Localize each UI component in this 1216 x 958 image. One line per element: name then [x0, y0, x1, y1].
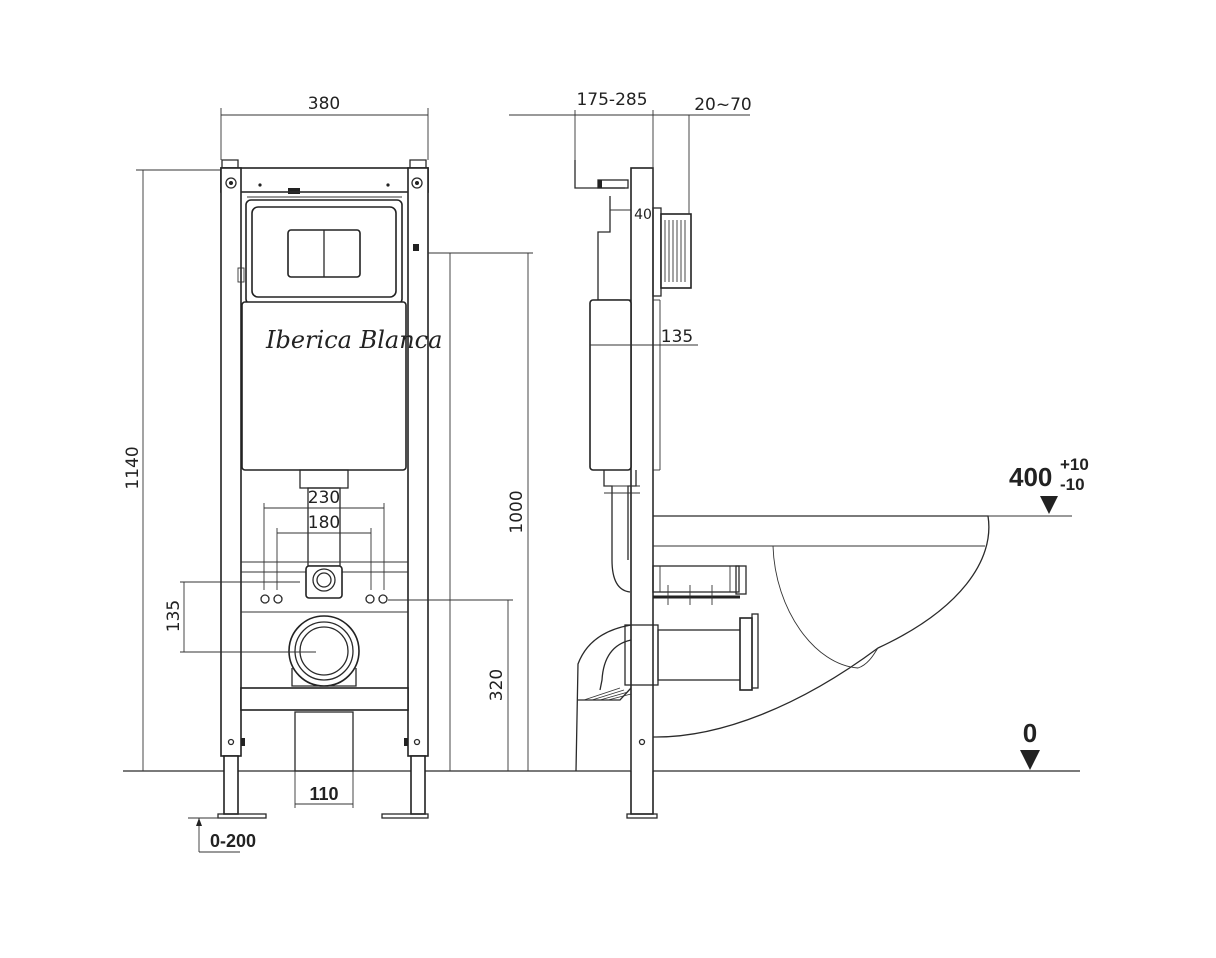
dim-230: 230 [308, 488, 340, 508]
dim-seat-level: 400 [1009, 462, 1052, 492]
dim-frame-offset: 40 [634, 207, 652, 223]
brand-logo: Iberica Blanca [265, 326, 442, 354]
side-frame-post [630, 167, 654, 815]
side-view [574, 110, 990, 819]
front-dimensions: 380 1140 230 180 135 1000 320 [123, 94, 533, 853]
frame-left-post [220, 167, 242, 757]
frame-top-bar [220, 167, 429, 193]
dim-floor-level: 0 [1023, 718, 1037, 748]
front-view [217, 159, 429, 819]
seat-level-marker [1040, 496, 1058, 514]
dim-tol-plus: +10 [1060, 455, 1089, 474]
dim-110: 110 [309, 784, 338, 804]
dim-135-front: 135 [164, 600, 184, 632]
floor-level-marker [1020, 750, 1040, 770]
dim-wall-depth: 175-285 [576, 90, 647, 110]
dim-height: 1140 [123, 446, 143, 489]
dim-plate-depth: 20~70 [694, 95, 752, 115]
dim-leg-adjust: 0-200 [210, 831, 256, 851]
toilet-bowl [652, 515, 990, 738]
frame-right-post [407, 167, 429, 757]
dim-320: 320 [487, 669, 507, 701]
side-drain-pipe [657, 629, 743, 681]
dim-1000: 1000 [507, 490, 527, 533]
dim-width: 380 [308, 94, 340, 114]
dim-180: 180 [308, 513, 340, 533]
dim-tank-depth: 135 [661, 327, 693, 347]
dim-tol-minus: -10 [1060, 475, 1085, 494]
flush-plate-side [660, 213, 692, 289]
side-dimensions: 175-285 20~70 40 135 400 +10 -10 0 [509, 90, 1089, 770]
